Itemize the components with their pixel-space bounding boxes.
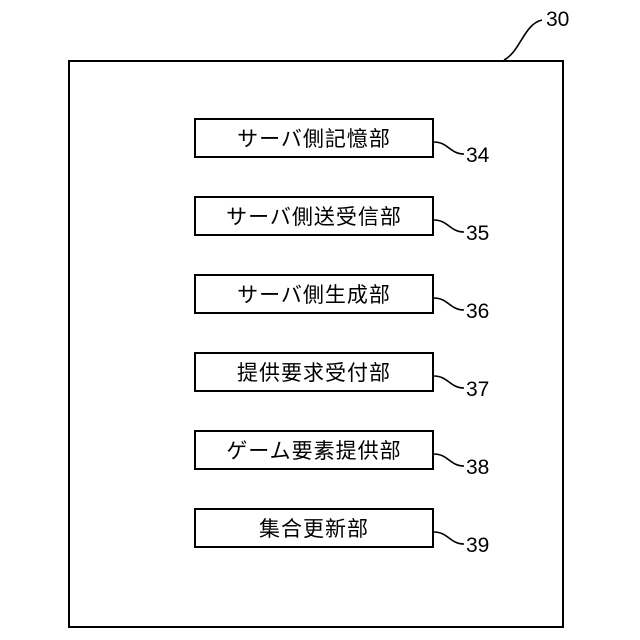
server-ref-label: 30	[546, 8, 569, 32]
provision-request-receiving-unit: 提供要求受付部	[194, 352, 434, 392]
server-storage-unit: サーバ側記憶部	[194, 118, 434, 158]
server-transceiver-unit: サーバ側送受信部	[194, 196, 434, 236]
unit-ref-label: 35	[466, 222, 489, 246]
leader-line-30	[504, 20, 542, 60]
unit-label: ゲーム要素提供部	[226, 435, 401, 465]
unit-label: サーバ側生成部	[237, 279, 391, 309]
server-generation-unit: サーバ側生成部	[194, 274, 434, 314]
unit-ref-label: 38	[466, 456, 489, 480]
game-element-providing-unit: ゲーム要素提供部	[194, 430, 434, 470]
unit-ref-label: 37	[466, 378, 489, 402]
set-update-unit: 集合更新部	[194, 508, 434, 548]
unit-label: 集合更新部	[259, 513, 369, 543]
unit-label: 提供要求受付部	[237, 357, 391, 387]
unit-label: サーバ側記憶部	[237, 123, 391, 153]
unit-label: サーバ側送受信部	[226, 201, 402, 231]
unit-ref-label: 36	[466, 300, 489, 324]
unit-ref-label: 39	[466, 534, 489, 558]
unit-ref-label: 34	[466, 144, 489, 168]
